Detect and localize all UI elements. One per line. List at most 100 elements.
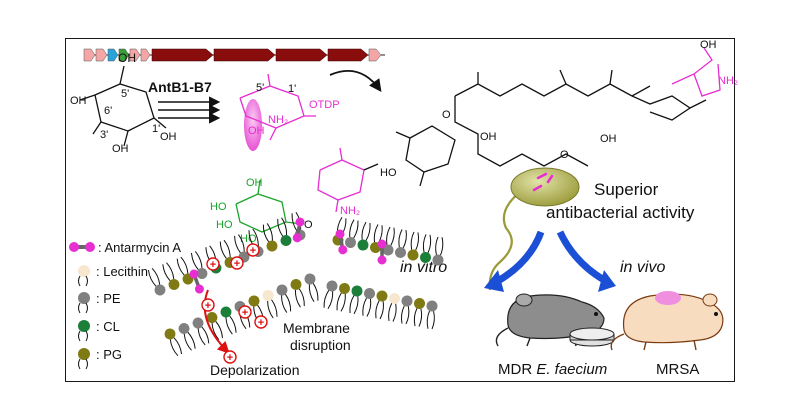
- plus-charge-icon: [238, 305, 252, 319]
- plus-charges: + + + + + + +: [201, 243, 268, 364]
- gene-arrow: [151, 48, 214, 62]
- mrsa-label: MRSA: [656, 361, 699, 378]
- legend-pe-label: : PE: [96, 291, 121, 306]
- in-vivo-label: in vivo: [620, 259, 665, 276]
- plus-charge-icon: [201, 298, 215, 312]
- glucose-ho-label: OH: [70, 95, 87, 107]
- flagellum: [488, 191, 521, 291]
- in-vitro-arrowhead: [484, 270, 504, 292]
- gene-arrow: [107, 48, 119, 62]
- plus-charge-icon: [206, 257, 220, 271]
- svg-text:+: +: [205, 300, 211, 312]
- ndp-1-label: 1': [288, 83, 296, 95]
- figure-frame: [65, 38, 735, 382]
- antarmycin-insert: [189, 269, 204, 294]
- curved-arrow: [329, 70, 382, 93]
- lipid: [206, 312, 223, 340]
- ndp-sugar-structure: [239, 73, 316, 141]
- legend-cl-label: : CL: [96, 319, 120, 334]
- svg-text:+: +: [258, 317, 264, 329]
- lipid: [323, 280, 338, 310]
- gene-arrow: [275, 48, 328, 62]
- antarmycin-insert: [335, 229, 348, 255]
- lipid: [395, 229, 407, 258]
- multistep-arrows: [158, 96, 221, 124]
- legend-pg-symbol: [78, 348, 90, 370]
- gene-arrow: [95, 48, 108, 62]
- lipid: [420, 234, 432, 263]
- lipid: [432, 236, 444, 266]
- in-vivo-arrowhead: [598, 270, 616, 292]
- depolarization-label: Depolarization: [210, 362, 300, 378]
- membrane-right: [323, 216, 444, 330]
- lipid: [178, 323, 196, 351]
- mouse-in-vitro: [495, 293, 615, 347]
- ndp-otdp-label: OTDP: [309, 99, 340, 111]
- lipid: [220, 306, 237, 335]
- gene-arrow: [327, 48, 369, 62]
- svg-text:+: +: [234, 258, 240, 270]
- glucose-oh-label: OH: [118, 51, 136, 65]
- lipid: [147, 267, 166, 296]
- macrolide-o-right-label: O: [560, 149, 569, 161]
- plus-charge-icon: [254, 315, 268, 329]
- svg-text:+: +: [227, 352, 233, 364]
- glucose-5-label: 5': [121, 88, 129, 100]
- ndp-nh2-label: NH₂: [268, 114, 288, 126]
- mdr-label: MDR E. faecium: [498, 361, 607, 378]
- macrolide-oh-top-label: OH: [700, 39, 717, 51]
- lipid: [400, 295, 413, 325]
- antarmycin-insert: [377, 239, 387, 265]
- membrane-line1: Membrane: [283, 320, 350, 336]
- macrolide-nh2-bottom-label: NH₂: [340, 205, 360, 217]
- lipid: [375, 290, 388, 320]
- macrolide-oh-right-label: OH: [600, 133, 617, 145]
- lipid: [262, 223, 278, 252]
- legend-antarmycin-symbol: [69, 242, 95, 252]
- glucose-ho2-label: HO: [216, 219, 233, 231]
- svg-text:+: +: [242, 307, 248, 319]
- plus-charge-icon: [246, 243, 260, 257]
- legend-pg-label: : PG: [96, 347, 122, 362]
- bacterium: [488, 167, 580, 291]
- legend-pe-symbol: [78, 292, 90, 314]
- legend-cl-symbol: [78, 320, 90, 342]
- lipid: [357, 221, 371, 251]
- petri-dish: [569, 327, 615, 347]
- glucose-oh-label-2: OH: [246, 177, 263, 189]
- legend-lecithin-label: : Lecithin: [96, 264, 148, 279]
- ndp-5-label: 5': [256, 82, 264, 94]
- glucose-1-label: 1': [152, 123, 160, 135]
- enzyme-label: AntB1-B7: [148, 79, 212, 95]
- macrolide-ho-label: HO: [380, 167, 397, 179]
- gene-arrow: [129, 48, 141, 62]
- activity-line1: Superior: [594, 180, 659, 199]
- gene-arrow: [83, 48, 96, 62]
- lipid: [191, 251, 208, 279]
- glucose-ho3-label: HO: [240, 233, 257, 245]
- lipid: [407, 231, 420, 261]
- gene-cluster: [83, 48, 385, 62]
- macrolide-nh2-top-label: NH₂: [718, 75, 738, 87]
- lipid: [336, 283, 350, 312]
- legend-antarmycin-label: : Antarmycin A: [98, 240, 181, 255]
- glucose-structure: [79, 65, 167, 147]
- lipid: [192, 317, 210, 346]
- in-vivo-arrow: [556, 230, 606, 284]
- membrane-line2: disruption: [290, 337, 351, 353]
- svg-text:+: +: [210, 259, 216, 271]
- glucose-oh-1-label: OH: [160, 131, 177, 143]
- lipid: [290, 279, 305, 308]
- lipid: [388, 293, 400, 322]
- gene-arrow: [368, 48, 382, 62]
- gene-arrow: [140, 48, 151, 62]
- lipid: [164, 328, 183, 357]
- lipid: [382, 226, 395, 256]
- lipid: [304, 273, 319, 303]
- macrolide-oh-mid-label: OH: [480, 131, 497, 143]
- macrolide-structure: [235, 47, 721, 233]
- depolarization-arrow: [203, 289, 230, 354]
- legend-lecithin-symbol: [78, 265, 90, 287]
- svg-text:+: +: [250, 245, 256, 257]
